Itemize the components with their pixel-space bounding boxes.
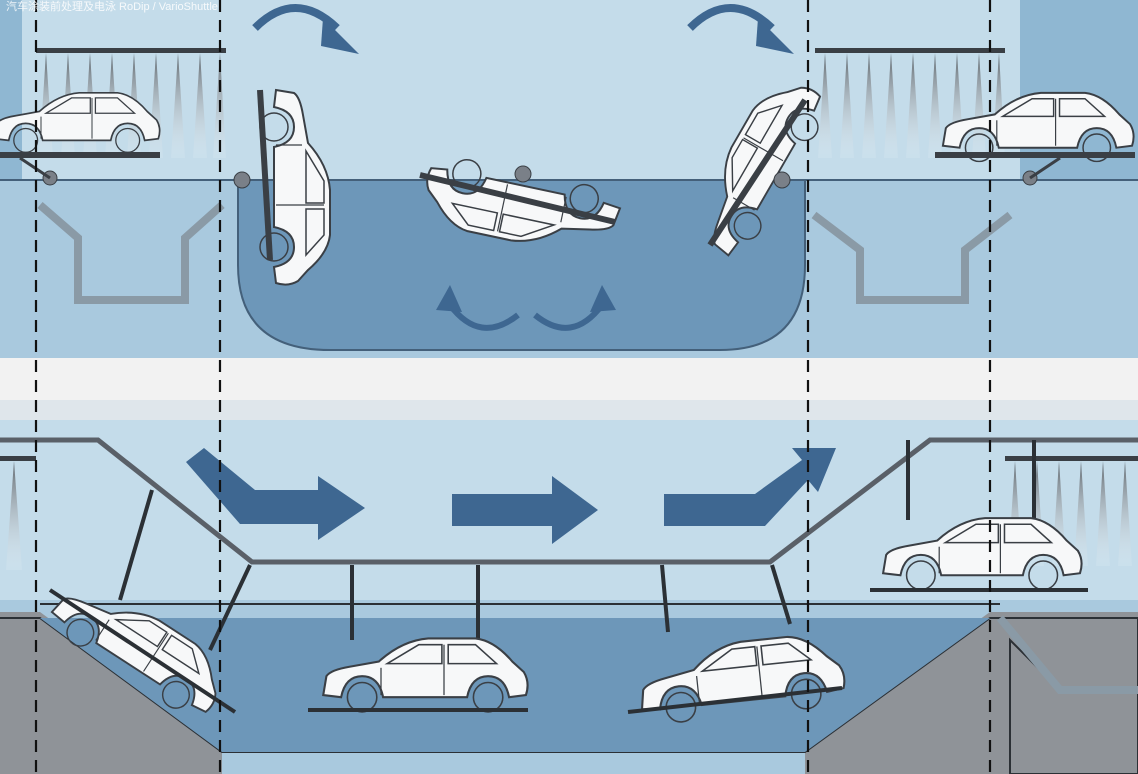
conveyor-track [0, 437, 1138, 565]
car-tilting-up [683, 68, 835, 264]
rotate-right-arrow-icon [533, 285, 616, 331]
top-section [0, 0, 1138, 358]
arrow-right-icon [452, 476, 598, 544]
car-descending [42, 489, 252, 727]
bottom-section [0, 420, 1138, 774]
car-exit-top [935, 91, 1135, 186]
car-immersed-2 [627, 564, 849, 727]
spray-station-bottom-left [0, 456, 36, 570]
tank-wall-right [805, 612, 1138, 774]
bent-arrow-right-icon [186, 448, 365, 540]
rotate-left-arrow-icon [436, 285, 520, 331]
dip-tank [237, 179, 806, 351]
car-tilting-down [233, 89, 331, 286]
image-caption: 汽车涂装前处理及电泳 RoDip / VarioShuttle [6, 1, 218, 13]
bent-arrow-up-right-icon [664, 448, 836, 526]
car-immersed-1 [308, 565, 529, 713]
car-submerged-inverted [417, 151, 625, 263]
tank-wall-left [0, 612, 222, 774]
car-exit-bottom [870, 440, 1088, 592]
guide-lines [34, 0, 992, 774]
